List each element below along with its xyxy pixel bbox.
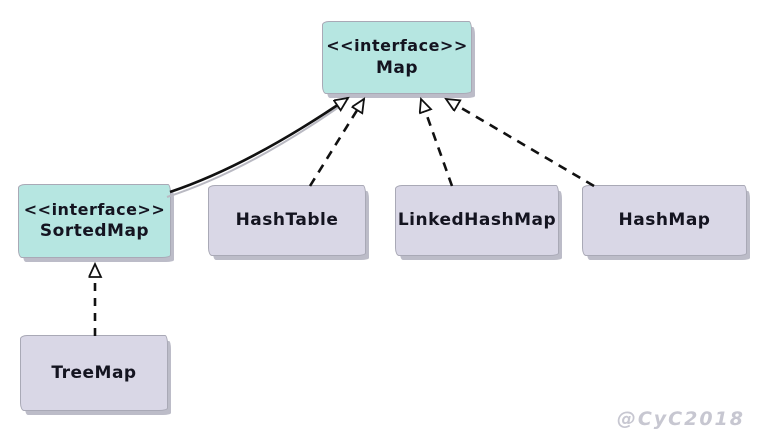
node-hashtable: HashTable (208, 185, 366, 256)
node-hashmap-name: HashMap (618, 210, 711, 231)
node-treemap-name: TreeMap (51, 362, 137, 383)
edge-linkedhashmap-implements-map (421, 99, 454, 187)
node-linkedhashmap: LinkedHashMap (395, 185, 559, 256)
node-map: <<interface>> Map (322, 21, 472, 94)
edge-hashmap-implements-map (446, 97, 595, 188)
node-map-stereotype: <<interface>> (326, 36, 468, 56)
edge-echo-sortedmap-extends-map (166, 101, 347, 198)
node-hashtable-name: HashTable (235, 210, 339, 231)
node-sortedmap-stereotype: <<interface>> (23, 199, 166, 219)
watermark-text: @CyC2018 (616, 408, 745, 430)
node-sortedmap-name: SortedMap (39, 221, 150, 242)
node-sortedmap: <<interface>> SortedMap (18, 184, 171, 258)
node-map-name: Map (375, 57, 419, 78)
edge-sortedmap-extends-map (169, 98, 348, 194)
node-treemap: TreeMap (20, 335, 168, 411)
node-linkedhashmap-name: LinkedHashMap (397, 210, 557, 231)
edge-hashtable-implements-map (308, 99, 364, 187)
node-hashmap: HashMap (582, 185, 747, 256)
